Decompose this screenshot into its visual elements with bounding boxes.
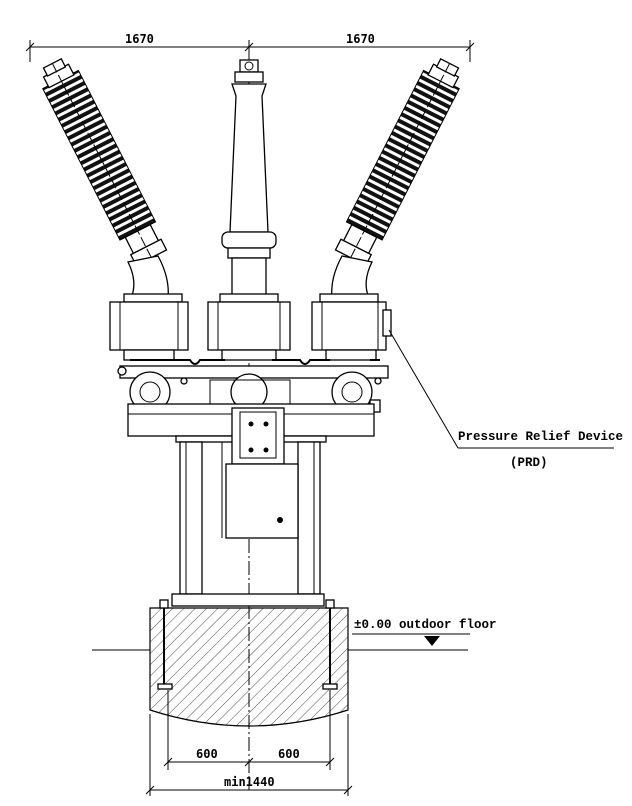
prd-label: Pressure Relief Device [458,430,623,444]
center-bushing [221,59,277,299]
support-structure [171,441,325,607]
foundation [149,599,349,727]
prd-abbrev-label: (PRD) [510,456,548,470]
dimension-top-left: 1670 [125,32,154,46]
left-bushing-elbow [127,255,169,299]
left-ct-housing [109,293,189,361]
mechanism-frame [127,403,375,465]
right-ct-housing [311,293,392,361]
connecting-tube [117,359,389,413]
bottom-dimension-lines [145,690,353,796]
right-bushing [334,58,460,267]
dimension-bottom-left: 600 [196,747,218,761]
center-ct-housing [207,293,291,361]
floor-level-label: ±0.00 outdoor floor [354,618,497,632]
dimension-bottom-total: min1440 [224,775,275,789]
prd-device [382,309,392,337]
left-bushing [42,58,168,267]
dimension-top-right: 1670 [346,32,375,46]
prd-leader [388,329,614,449]
floor-line [92,633,470,651]
level-marker-icon [424,636,440,646]
top-dimension-lines [25,40,475,62]
dimension-bottom-right: 600 [278,747,300,761]
right-bushing-elbow [331,255,373,299]
